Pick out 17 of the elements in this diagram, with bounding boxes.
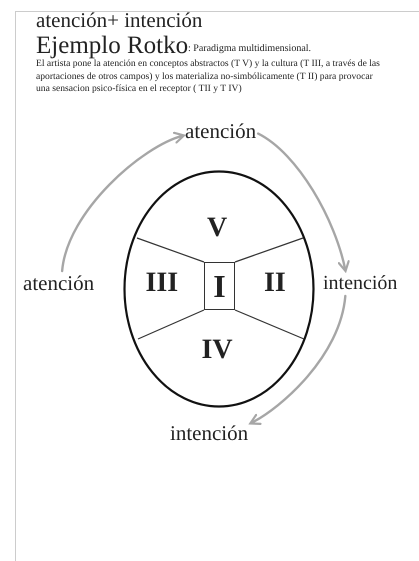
curved-arrow (256, 132, 350, 272)
subtitle: Ejemplo Rotko (36, 33, 188, 58)
node-label: intención (323, 273, 398, 293)
node-label: atención (23, 273, 94, 294)
oval-outline (123, 170, 315, 408)
roman-numeral: III (146, 269, 178, 297)
roman-numeral: IV (202, 336, 233, 364)
curved-arrow (60, 132, 186, 272)
numeral-box: I (204, 262, 235, 310)
roman-numeral: II (264, 269, 286, 297)
description-paragraph: El artista pone la atención en conceptos abstractos (T V) y la cultura (T III, a través de las aportaciones de otros campos) y los materializa no-simbólicamente (T II) para provocar una sensacion psico-física en el receptor ( TII y T IV) (36, 58, 381, 96)
node-label: intención (170, 423, 248, 444)
subtitle-note: : Paradigma multidimensional. (188, 44, 312, 54)
node-label: atención (185, 121, 256, 142)
roman-numeral: V (207, 214, 228, 242)
title: atención+ intención (36, 10, 202, 31)
curved-arrow (249, 294, 347, 425)
